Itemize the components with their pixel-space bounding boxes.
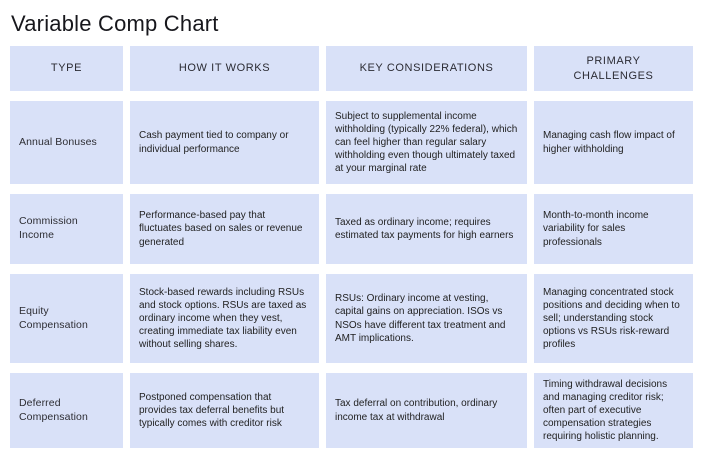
column-header-how-it-works: HOW IT WORKS	[130, 46, 319, 91]
table-cell-commission-income-key-considerations: Taxed as ordinary income; requires estim…	[326, 194, 527, 264]
column-header-how-it-works-label: HOW IT WORKS	[178, 62, 271, 75]
row-label-equity-compensation: Equity Compensation	[10, 274, 123, 363]
row-label-deferred-compensation: Deferred Compensation	[10, 373, 123, 448]
table-cell-commission-income-primary-challenges: Month-to-month income variability for sa…	[534, 194, 693, 264]
column-header-primary-challenges: PRIMARY CHALLENGES	[534, 46, 693, 91]
column-header-key-considerations: KEY CONSIDERATIONS	[326, 46, 527, 91]
row-label-annual-bonuses: Annual Bonuses	[10, 101, 123, 184]
comp-table: TYPE HOW IT WORKS KEY CONSIDERATIONS PRI…	[10, 46, 701, 448]
table-cell-equity-compensation-primary-challenges: Managing concentrated stock positions an…	[534, 274, 693, 363]
table-cell-deferred-compensation-key-considerations: Tax deferral on contribution, ordinary i…	[326, 373, 527, 448]
row-label-commission-income: Commission Income	[10, 194, 123, 264]
column-header-type-label: TYPE	[50, 62, 83, 75]
table-cell-equity-compensation-how-it-works: Stock-based rewards including RSUs and s…	[130, 274, 319, 363]
table-cell-annual-bonuses-key-considerations: Subject to supplemental income withholdi…	[326, 101, 527, 184]
column-header-type: TYPE	[10, 46, 123, 91]
table-cell-deferred-compensation-how-it-works: Postponed compensation that provides tax…	[130, 373, 319, 448]
page-title: Variable Comp Chart	[11, 11, 219, 36]
table-cell-commission-income-how-it-works: Performance-based pay that fluctuates ba…	[130, 194, 319, 264]
table-cell-equity-compensation-key-considerations: RSUs: Ordinary income at vesting, capita…	[326, 274, 527, 363]
table-cell-annual-bonuses-how-it-works: Cash payment tied to company or individu…	[130, 101, 319, 184]
column-header-primary-challenges-label: PRIMARY CHALLENGES	[573, 54, 654, 82]
table-cell-deferred-compensation-primary-challenges: Timing withdrawal decisions and managing…	[534, 373, 693, 448]
column-header-key-considerations-label: KEY CONSIDERATIONS	[359, 62, 494, 75]
table-cell-annual-bonuses-primary-challenges: Managing cash flow impact of higher with…	[534, 101, 693, 184]
